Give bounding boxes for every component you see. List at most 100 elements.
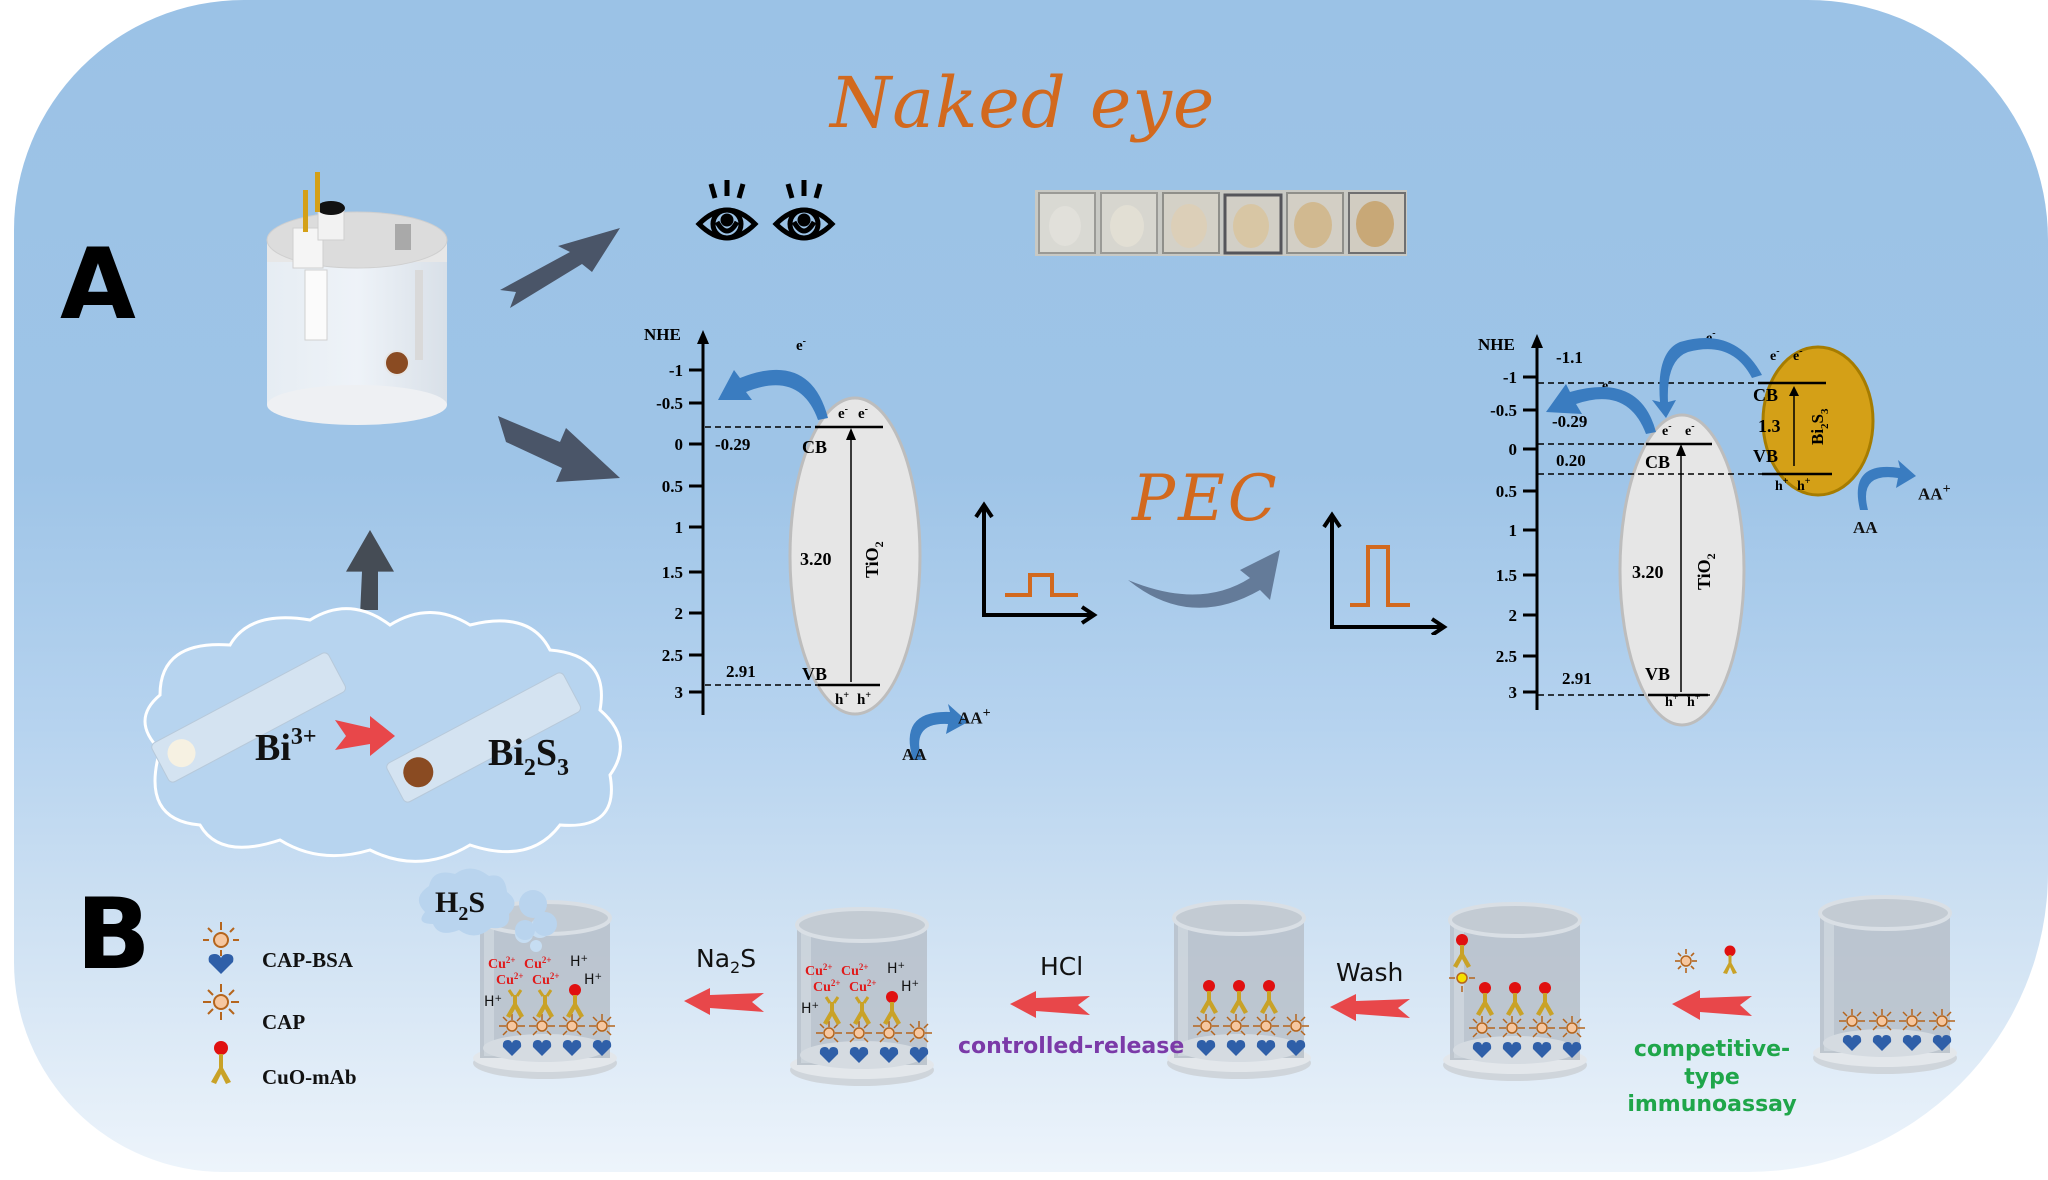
- reaction-cloud: Bi3+ Bi2S3: [143, 607, 622, 863]
- step-wash-label: Wash: [1336, 958, 1404, 987]
- cu-ion-label: Cu2+: [841, 962, 869, 979]
- signal-plot-low: [974, 501, 1098, 625]
- assay-well-released: Cu2+Cu2+Cu2+Cu2+H+H+H+: [790, 907, 934, 1086]
- cu-ion-label: Cu2+: [849, 978, 877, 995]
- tio2-gap: 3.20: [1632, 562, 1664, 582]
- bi2s3-material-label: Bi2S3: [1808, 408, 1831, 445]
- strip-sample: [1286, 192, 1344, 254]
- cap-bsa-icon: [846, 1021, 872, 1063]
- electron-transfer-arrow-tio2: [1546, 384, 1656, 434]
- arrow-to-naked-eye: [500, 228, 620, 308]
- h2s-label: H2S: [435, 886, 485, 925]
- product-label: Bi2S3: [488, 732, 569, 781]
- h-ion-label: H+: [801, 1001, 819, 1017]
- cap-bsa-icon: [1253, 1014, 1279, 1056]
- bi2s3-cb-value: -1.1: [1556, 348, 1583, 367]
- h-ion-label: H+: [887, 961, 905, 977]
- cap-bsa-icon: [1839, 1009, 1865, 1051]
- axis-tick-label: 0: [1509, 440, 1518, 459]
- axis-tick-label: -0.5: [1490, 401, 1517, 420]
- cap-bsa-icon: [1283, 1014, 1309, 1056]
- donor: AA: [1853, 518, 1878, 537]
- vb-value: 2.91: [726, 662, 756, 681]
- electron-transfer-arrow: [718, 369, 828, 420]
- strip-sample: [1100, 192, 1158, 254]
- cuo-mab-icon: [1200, 980, 1218, 1014]
- h-ion-label: H+: [484, 994, 502, 1010]
- cap-bsa-icon: [816, 1021, 842, 1063]
- electron-symbol: e-: [1685, 421, 1695, 439]
- cap-bsa-icon: [1899, 1009, 1925, 1051]
- hole-symbol: h+: [1775, 476, 1789, 494]
- axis-tick-label: 1: [1509, 521, 1518, 540]
- cu-ion-label: Cu2+: [524, 955, 552, 972]
- bi2s3-cb-label: CB: [1753, 385, 1778, 405]
- axis-tick-label: -1: [669, 361, 683, 380]
- axis-tick-label: 2: [1509, 606, 1518, 625]
- free-cap-icon: [1449, 972, 1475, 992]
- donor-oxidized: AA+: [958, 705, 991, 728]
- axis-tick-label: 0: [675, 435, 684, 454]
- colorimetric-photo-strip: [1035, 190, 1407, 256]
- material-label: TiO2: [862, 541, 886, 578]
- band-diagram-bi2s3-tio2: NHE -1-0.500.511.522.53 -1.1 -0.29 0.20 …: [1478, 328, 1916, 727]
- cb-label: CB: [802, 437, 827, 457]
- electron-symbol: e-: [796, 336, 806, 354]
- h-ion-label: H+: [570, 954, 588, 970]
- band-gap-value: 3.20: [800, 549, 832, 569]
- cu-ion-label: Cu2+: [488, 955, 516, 972]
- tio2-cb-value: -0.29: [1552, 412, 1587, 431]
- axis-tick-label: 0.5: [1496, 482, 1517, 501]
- axis-tick-label: 1: [675, 518, 684, 537]
- hole-symbol: h+: [1665, 692, 1679, 710]
- cuo-mab-icon: [1476, 982, 1494, 1016]
- free-reagents: [1675, 945, 1737, 974]
- mab-icon: [506, 989, 524, 1018]
- cuo-mab-icon: [1260, 980, 1278, 1014]
- axis-label-nhe: NHE: [644, 325, 681, 344]
- naked-eye-title: Naked eye: [830, 62, 1216, 144]
- vb-label: VB: [802, 664, 827, 684]
- signal-plot-high: [1322, 511, 1448, 635]
- step-controlled-release-label: controlled-release: [958, 1034, 1185, 1059]
- electron-symbol: e-: [838, 404, 848, 422]
- assay-well-released-h2s: Cu2+Cu2+Cu2+Cu2+H+H+H+: [473, 900, 617, 1079]
- cap-bsa-icon: [1929, 1009, 1955, 1051]
- strip-sample: [1223, 193, 1283, 255]
- cap-icon: [203, 984, 239, 1020]
- pec-transition-arrow: [1128, 550, 1280, 608]
- donor: AA: [902, 745, 927, 764]
- band-diagram-tio2: NHE -1-0.500.511.522.53 -0.29 2.91 CB VB…: [644, 325, 968, 760]
- cu-ion-label: Cu2+: [813, 978, 841, 995]
- cap-icon: [1675, 949, 1697, 973]
- axis-tick-label: 1.5: [662, 563, 683, 582]
- assay-well-competitive: [1443, 902, 1587, 1081]
- mab-icon: [823, 996, 841, 1025]
- legend-icons: [203, 922, 239, 1084]
- cap-bsa-icon: [1469, 1016, 1495, 1058]
- electron-symbol: e-: [1662, 421, 1672, 439]
- step-hcl-label: HCl: [1040, 952, 1084, 981]
- legend-label-cap: CAP: [262, 1010, 306, 1034]
- eye-icon: [772, 180, 836, 241]
- photocurrent-high: [1350, 545, 1410, 607]
- strip-sample: [1348, 192, 1406, 254]
- flow-arrows: [346, 228, 620, 610]
- donor-arrow: [909, 704, 968, 760]
- cap-bsa-icon: [1529, 1016, 1555, 1058]
- donor-arrow: [1857, 460, 1916, 510]
- cap-bsa-icon: [1869, 1009, 1895, 1051]
- precursor-label: Bi3+: [255, 724, 317, 769]
- arrow-to-pec: [498, 416, 620, 482]
- pec-label: PEC: [1132, 462, 1280, 536]
- bi2s3-vb-value: 0.20: [1556, 451, 1586, 470]
- bi2s3-electrode-spot: [384, 350, 410, 376]
- cap-bsa-icon: [1223, 1014, 1249, 1056]
- tio2-material-label: TiO2: [1694, 553, 1718, 590]
- cuo-mab-icon: [1536, 982, 1554, 1016]
- donor-oxidized: AA+: [1918, 481, 1951, 504]
- axis-tick-label: -1: [1503, 368, 1517, 387]
- cuo-mab-icon: [1453, 934, 1471, 968]
- mab-icon: [853, 996, 871, 1025]
- assay-well-coated: [1813, 895, 1957, 1074]
